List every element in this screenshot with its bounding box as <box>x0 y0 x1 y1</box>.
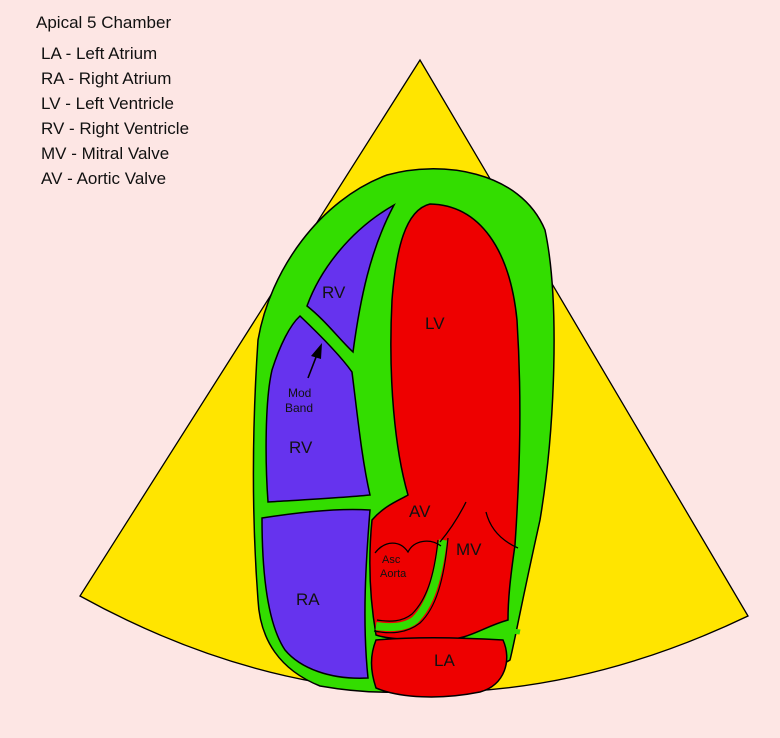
mitral-annulus <box>488 628 521 639</box>
legend-item-la: LA - Left Atrium <box>41 44 158 63</box>
legend: Apical 5 Chamber LA - Left Atrium RA - R… <box>36 10 189 191</box>
right-atrium <box>261 508 371 679</box>
legend-item-ra: RA - Right Atrium <box>41 69 172 88</box>
legend-item-lv: LV - Left Ventricle <box>41 94 174 113</box>
label-av: AV <box>409 502 431 521</box>
mitral-valve-leaflet-anterior <box>439 501 467 543</box>
label-mv: MV <box>456 540 482 559</box>
label-lv: LV <box>425 314 445 333</box>
label-rv-upper: RV <box>322 283 346 302</box>
right-ventricle-lower <box>265 314 371 503</box>
label-ra: RA <box>296 590 320 609</box>
aortic-valve-leaflets <box>374 540 442 554</box>
label-asc: Asc <box>382 554 401 566</box>
ascending-aorta-outline <box>373 537 449 634</box>
label-mod-band-2: Band <box>285 401 313 415</box>
right-ventricle-upper <box>306 203 396 354</box>
legend-item-rv: RV - Right Ventricle <box>41 119 190 138</box>
label-mod-band-1: Mod <box>288 386 311 400</box>
label-la: LA <box>434 651 455 670</box>
ascending-aorta-wall <box>375 539 447 632</box>
mod-band-arrow <box>307 343 322 379</box>
legend-item-av: AV - Aortic Valve <box>41 169 167 188</box>
label-rv-lower: RV <box>289 438 313 457</box>
label-aorta: Aorta <box>380 568 407 580</box>
diagram-title: Apical 5 Chamber <box>36 13 172 32</box>
legend-item-mv: MV - Mitral Valve <box>41 144 170 163</box>
mitral-valve-leaflet-posterior <box>485 511 519 549</box>
left-atrium <box>370 636 508 698</box>
